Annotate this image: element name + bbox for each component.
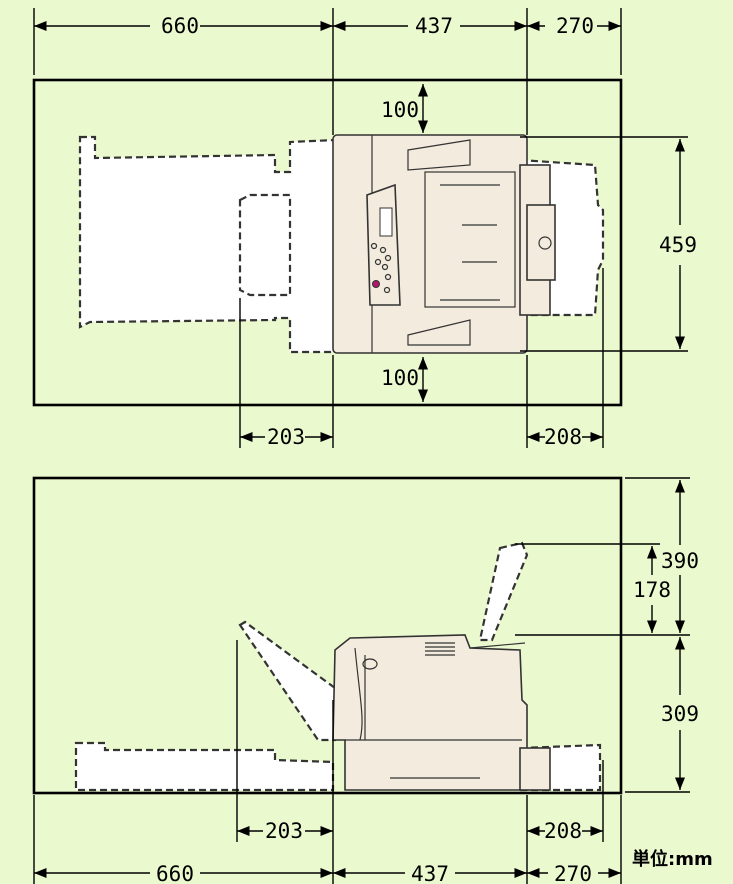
top-dim-459: 459 (659, 233, 697, 257)
top-dim-270: 270 (556, 14, 594, 38)
side-dim-203: 203 (265, 819, 303, 843)
side-dim-660: 660 (156, 862, 194, 884)
top-ghost-tray-left (78, 135, 337, 354)
top-dim-100-rear: 100 (381, 98, 419, 122)
top-dim-660: 660 (161, 14, 199, 38)
top-dim-208: 208 (544, 425, 582, 449)
side-dim-309: 309 (661, 702, 699, 726)
side-dim-270: 270 (554, 862, 592, 884)
top-dim-437: 437 (415, 14, 453, 38)
side-dim-437: 437 (411, 862, 449, 884)
side-dim-390: 390 (661, 549, 699, 573)
side-latch-icon (362, 658, 378, 670)
side-printer-body (332, 634, 528, 791)
power-button-icon (372, 280, 380, 288)
side-dim-208: 208 (544, 819, 582, 843)
side-view: 390 178 309 203 208 660 437 270 単位:mm (32, 476, 713, 884)
side-ghost-tray-left (74, 741, 335, 792)
side-dim-178: 178 (633, 578, 671, 602)
top-dim-203: 203 (267, 425, 305, 449)
side-ghost-lid (478, 541, 529, 642)
top-ghost-tray-left-inner (238, 193, 292, 297)
top-view: 660 437 270 100 100 (32, 8, 697, 449)
side-ghost-cover-left (238, 620, 337, 742)
top-footprint-rect (32, 78, 623, 407)
top-dim-100-front: 100 (381, 366, 419, 390)
unit-label: 単位:mm (632, 848, 713, 870)
